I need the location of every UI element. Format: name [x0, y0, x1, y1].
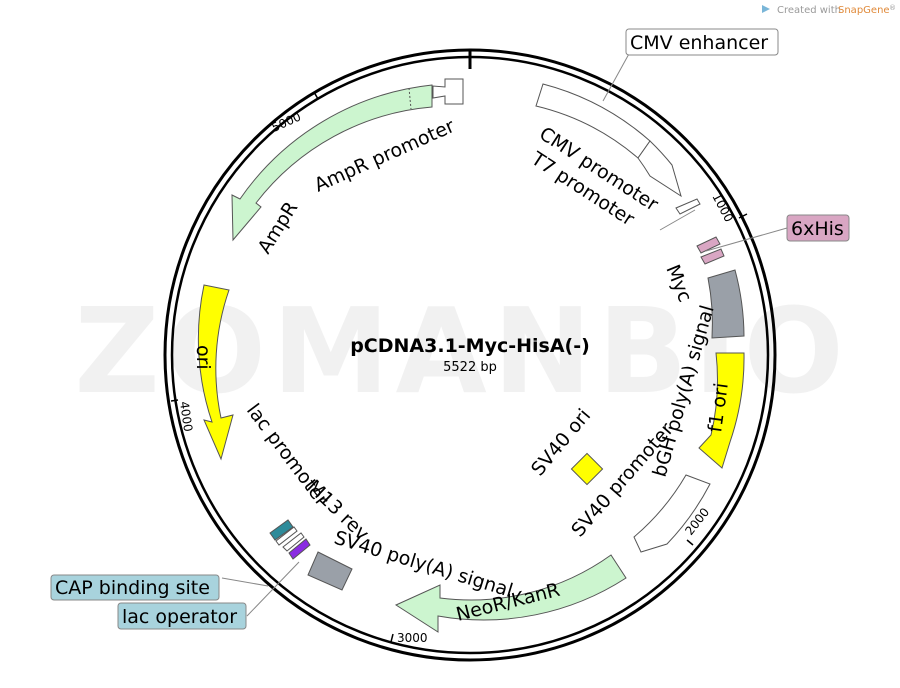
- feature-sv40-promoter[interactable]: [633, 474, 711, 553]
- feature-sv40-polya[interactable]: [307, 551, 353, 591]
- feature-m13-rev[interactable]: [282, 532, 305, 552]
- tick-4000: 4000: [170, 399, 195, 433]
- label-cap-binding-site: CAP binding site: [55, 577, 210, 599]
- tick-3000: 3000: [390, 631, 428, 645]
- credit-brand: SnapGene: [838, 5, 890, 16]
- credit-mark: ®: [889, 4, 896, 12]
- snapgene-logo-icon: [762, 5, 770, 13]
- feature-lac-promoter[interactable]: [275, 526, 298, 546]
- label-lac-operator-box: lac operator: [117, 602, 247, 630]
- feature-6xhis[interactable]: [696, 236, 721, 254]
- label-cmv-enhancer: CMV enhancer: [630, 32, 768, 54]
- tick-label-3000: 3000: [397, 631, 428, 645]
- credit-prefix: Created with: [777, 5, 841, 16]
- feature-neor-kanr[interactable]: [394, 554, 627, 633]
- tick-1000: 1000: [709, 191, 748, 225]
- ampr-signal-divider: [408, 87, 412, 110]
- label-6xhis: 6xHis: [791, 218, 844, 240]
- feature-cmv-promoter[interactable]: [637, 140, 682, 198]
- feature-cap-binding-site[interactable]: [269, 519, 294, 541]
- plasmid-name: pCDNA3.1-Myc-HisA(-): [350, 335, 590, 357]
- plasmid-size: 5522 bp: [443, 360, 497, 375]
- tick-label-4000: 4000: [177, 400, 195, 432]
- feature-myc[interactable]: [700, 248, 725, 265]
- feature-sv40-ori[interactable]: [570, 452, 604, 486]
- feature-t7-promoter[interactable]: [675, 198, 701, 215]
- tick-5000: 5000: [270, 91, 319, 135]
- feature-lac-operator[interactable]: [288, 538, 311, 560]
- label-ori: ori: [192, 345, 214, 370]
- feature-ampr[interactable]: [231, 84, 433, 242]
- tick-label-1000: 1000: [709, 191, 736, 225]
- leader-lines: [221, 51, 788, 617]
- feature-f1-ori[interactable]: [698, 352, 745, 469]
- feature-ampr-promoter[interactable]: [432, 78, 464, 105]
- feature-ori[interactable]: [197, 284, 234, 461]
- snapgene-credit: Created with SnapGene ®: [762, 4, 896, 16]
- label-cmv-enhancer-box: CMV enhancer: [625, 28, 779, 56]
- feature-bgh-polya[interactable]: [707, 269, 745, 339]
- label-cap-binding-site-box: CAP binding site: [50, 574, 220, 601]
- label-6xhis-box: 6xHis: [786, 214, 850, 242]
- label-lac-operator: lac operator: [122, 606, 237, 628]
